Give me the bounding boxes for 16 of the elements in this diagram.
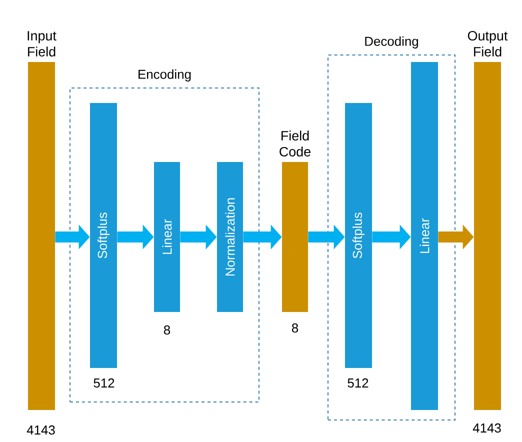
bar-heading: Output Field bbox=[468, 31, 508, 56]
bar-heading: Field Code bbox=[280, 130, 310, 156]
size-label: 512 bbox=[348, 378, 368, 388]
size-label: 8 bbox=[164, 325, 170, 335]
group-heading: Encoding bbox=[138, 69, 191, 82]
size-label: 8 bbox=[292, 323, 298, 333]
group-heading: Decoding bbox=[365, 36, 418, 48]
size-label: 4143 bbox=[26, 425, 55, 435]
layer-bar: Softplus bbox=[345, 103, 372, 368]
size-label: 512 bbox=[94, 378, 114, 388]
layer-bar: Softplus bbox=[90, 103, 117, 368]
size-label: 4143 bbox=[472, 423, 501, 433]
layer-bar: Linear bbox=[154, 162, 180, 312]
layer-bar: Linear bbox=[411, 62, 438, 410]
layer-bar: Normalization bbox=[217, 162, 243, 312]
bar-heading: Input Field bbox=[28, 31, 56, 56]
